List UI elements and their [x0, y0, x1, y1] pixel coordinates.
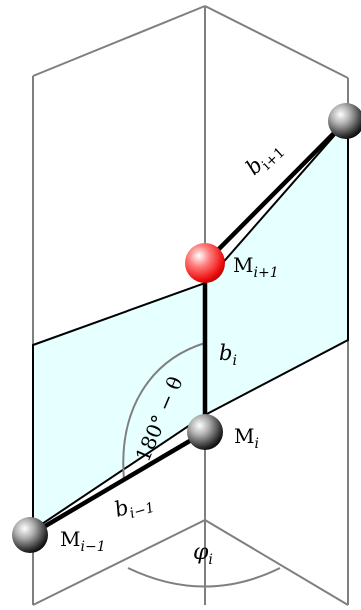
bond-next	[202, 118, 349, 266]
label-dihedral-angle: φi	[193, 540, 213, 568]
bonds	[27, 118, 349, 538]
label-bond-next: bi+1	[241, 136, 288, 183]
bond-prev	[27, 429, 208, 538]
monomer-prev-sphere	[12, 517, 48, 553]
frame-right-top-edge	[204, 5, 349, 79]
frame-left-top-edge	[32, 5, 206, 77]
bond-angle-arc	[122, 342, 206, 481]
label-bond-prev: bi−1	[112, 488, 157, 526]
monomer-cur-sphere	[187, 414, 223, 450]
frame-right-bottom-edge	[204, 519, 349, 606]
label-monomer-cur: Mi	[234, 424, 259, 452]
monomer-far-sphere	[328, 103, 361, 139]
label-monomer-prev: Mi−1	[60, 527, 106, 555]
frame-left-bottom-edge	[32, 519, 206, 606]
bond-plane-lower	[32, 281, 206, 532]
label-bond-cur: bi	[219, 341, 237, 369]
dihedral-arc	[127, 567, 281, 588]
label-monomer-next: Mi+1	[233, 253, 279, 281]
monomer-next-sphere	[185, 243, 225, 283]
